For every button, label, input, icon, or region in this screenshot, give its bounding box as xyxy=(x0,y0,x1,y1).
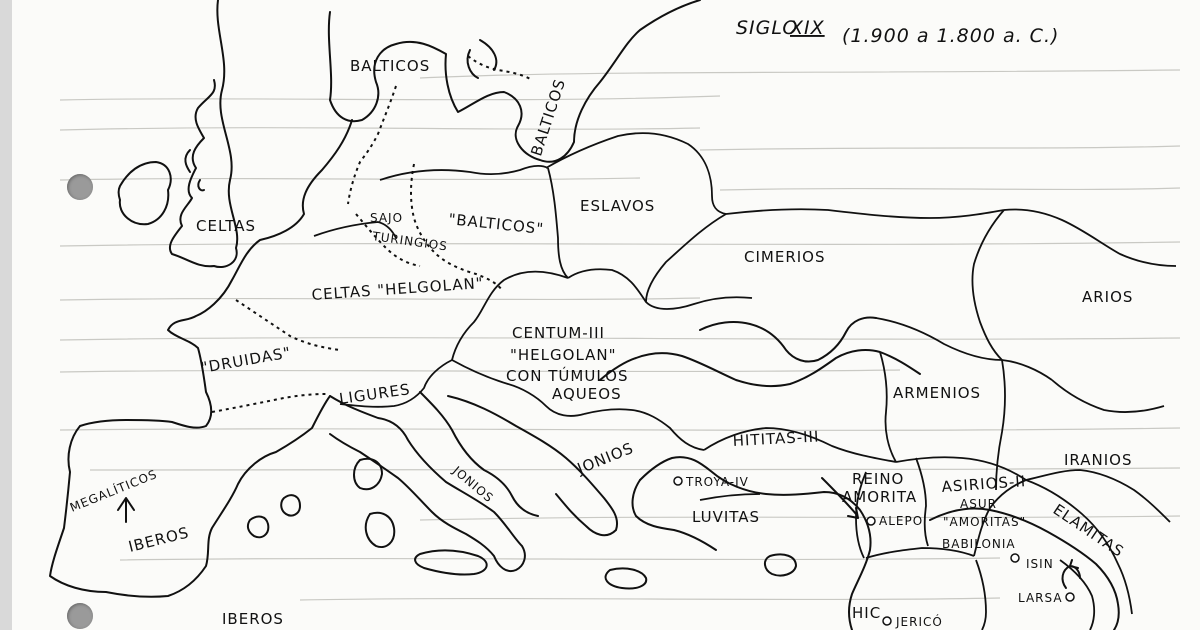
label-hic: HIC xyxy=(852,604,881,622)
title-numeral: XIX xyxy=(789,17,825,39)
label-eslavos: ESLAVOS xyxy=(580,197,655,215)
title-dates: (1.900 a 1.800 a. C.) xyxy=(842,25,1059,47)
label-balticos-quoted: "BALTICOS" xyxy=(448,210,545,238)
label-balticos-east: BALTICOS xyxy=(527,76,569,158)
punch-hole-top xyxy=(67,174,93,200)
map-drawing: SIGLO XIX (1.900 a 1.800 a. C.) BALTICOS… xyxy=(49,0,1181,630)
label-troya: TROYA-IV xyxy=(685,475,749,489)
coastlines xyxy=(49,0,1120,630)
label-cimerios: CIMERIOS xyxy=(744,248,826,266)
label-asur: ASUR xyxy=(960,497,997,511)
label-iberos-spain: IBEROS xyxy=(127,523,191,555)
megaliticos-arrow xyxy=(117,497,135,523)
label-celtas: CELTAS xyxy=(196,217,256,235)
label-centum-3: CON TÚMULOS xyxy=(506,366,628,385)
label-turingios: TURINGIOS xyxy=(371,229,449,254)
borders xyxy=(313,132,1177,630)
label-larsa: LARSA xyxy=(1018,591,1063,605)
city-markers xyxy=(673,476,1075,626)
label-elamitas: ELAMITAS xyxy=(1050,500,1128,561)
label-reino-amorita-1: REINO xyxy=(852,470,904,488)
troya-marker xyxy=(673,476,683,486)
label-arios: ARIOS xyxy=(1082,288,1133,306)
label-megaliticos: MEGALÍTICOS xyxy=(68,466,160,515)
title-siglo: SIGLO xyxy=(736,17,798,39)
map-sheet: SIGLO XIX (1.900 a 1.800 a. C.) BALTICOS… xyxy=(12,0,1200,630)
isin-arrow xyxy=(1061,559,1081,589)
babilonia-marker xyxy=(1010,553,1020,563)
label-asirios: ASIRIOS-II xyxy=(941,472,1027,496)
label-hititas: HITITAS-III xyxy=(732,427,820,450)
amorita-arrow xyxy=(821,477,859,519)
label-saxo: SAJO xyxy=(370,211,403,225)
label-luvitas: LUVITAS xyxy=(692,508,760,526)
label-jonios-greece: JONIOS xyxy=(574,439,637,478)
label-centum-1: CENTUM-III xyxy=(512,324,605,342)
label-iranios: IRANIOS xyxy=(1064,451,1132,469)
label-druidas: "DRUIDAS" xyxy=(200,343,293,377)
punch-hole-bottom xyxy=(67,603,93,629)
label-balticos-north: BALTICOS xyxy=(350,57,430,75)
alepo-marker xyxy=(866,516,876,526)
label-centum-4: AQUEOS xyxy=(552,385,622,403)
label-jerico: JERICÓ xyxy=(895,614,943,629)
jerico-marker xyxy=(882,616,892,626)
label-iberos-africa: IBEROS xyxy=(222,610,284,628)
map-title: SIGLO XIX (1.900 a 1.800 a. C.) xyxy=(736,17,1059,47)
dotted-borders xyxy=(211,55,533,413)
arrows xyxy=(117,477,1081,589)
label-amoritas: "AMORITAS" xyxy=(943,515,1026,529)
city-labels: TROYA-IV ALEPO ASUR BABILONIA ISIN LARSA… xyxy=(685,475,1063,629)
label-armenios: ARMENIOS xyxy=(893,384,981,402)
larsa-marker xyxy=(1065,592,1075,602)
label-reino-amorita-2: AMORITA xyxy=(842,488,917,506)
label-centum-2: "HELGOLAN" xyxy=(510,346,617,364)
label-alepo: ALEPO xyxy=(879,514,923,528)
label-babilonia: BABILONIA xyxy=(942,537,1016,551)
label-isin: ISIN xyxy=(1026,557,1054,571)
